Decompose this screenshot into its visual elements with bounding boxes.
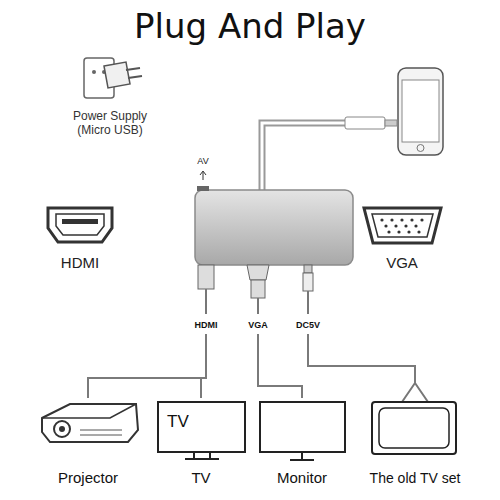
phone-body — [398, 68, 443, 155]
vga-plug — [251, 280, 265, 298]
cable — [257, 298, 259, 314]
monitor — [260, 402, 345, 460]
port-arrow — [200, 171, 206, 180]
device: Monitor — [252, 398, 352, 490]
plug-body — [104, 62, 130, 88]
vga-plug — [247, 265, 269, 280]
cable — [262, 123, 345, 190]
cable-connector — [258, 334, 302, 398]
device-label: TV — [191, 469, 210, 486]
vga-pins — [380, 218, 423, 233]
cable — [205, 289, 207, 314]
part-label: VGA — [386, 254, 418, 271]
vga-port-icon — [364, 208, 441, 243]
cable-connector — [308, 334, 415, 383]
device: TV TV — [151, 398, 251, 490]
plug-prong — [126, 68, 142, 78]
hdmi-port-inner — [56, 214, 104, 235]
port-label: VGA — [240, 316, 276, 334]
micro-usb-port — [197, 186, 209, 191]
title: Plug And Play — [134, 6, 366, 46]
projector — [42, 404, 138, 442]
lightning-plug — [345, 117, 385, 129]
port-label: HDMI — [188, 316, 224, 334]
device-label: Power Supply (Micro USB) — [64, 110, 156, 138]
device: Projector — [32, 398, 144, 490]
cable — [307, 291, 309, 314]
device-label: DC5V — [296, 320, 320, 330]
phone — [398, 68, 443, 155]
tv — [158, 402, 245, 459]
vga-port-inner — [372, 214, 433, 237]
screen-text: TV — [167, 412, 189, 432]
phone-screen — [402, 80, 439, 142]
home-button — [417, 145, 424, 152]
part-label: HDMI — [61, 254, 99, 271]
power-supply: Power Supply (Micro USB) — [54, 48, 166, 142]
device-label: The old TV set — [370, 470, 461, 486]
cable-connector — [88, 334, 206, 398]
adapter-body — [195, 190, 353, 265]
audio-jack — [304, 265, 312, 273]
power-plug — [84, 58, 142, 98]
hdmi-pins — [62, 219, 98, 224]
hdmi-port-icon — [48, 208, 112, 242]
old-tv — [372, 383, 456, 454]
device-label: Monitor — [277, 469, 327, 486]
cable-connector — [201, 334, 206, 398]
socket-hole — [92, 70, 96, 74]
part-label: AV — [197, 156, 208, 166]
device: The old TV set — [359, 383, 471, 490]
cable — [262, 123, 345, 190]
audio-jack — [303, 273, 313, 291]
hdmi-plug — [198, 265, 214, 289]
device-label: HDMI — [195, 320, 218, 330]
device-label: VGA — [248, 320, 268, 330]
lightning-tip — [385, 120, 397, 126]
port-label: DC5V — [290, 316, 326, 334]
device-label: Projector — [58, 469, 118, 486]
